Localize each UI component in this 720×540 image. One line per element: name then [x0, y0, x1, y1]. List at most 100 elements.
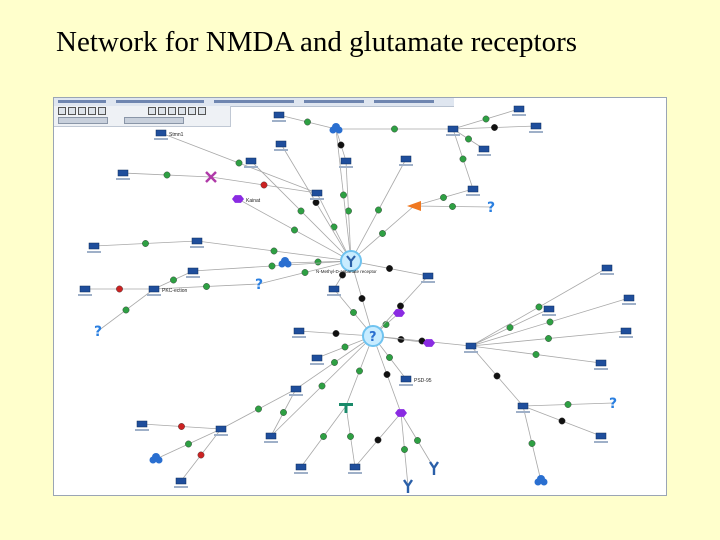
- node-protein[interactable]: [214, 425, 228, 436]
- edge-marker[interactable]: [356, 367, 363, 375]
- tab-3[interactable]: [214, 100, 294, 103]
- node-cloud[interactable]: [534, 475, 548, 486]
- hub-node[interactable]: [340, 250, 362, 272]
- zoom-out-icon[interactable]: [78, 107, 86, 115]
- node-protein[interactable]: [622, 294, 636, 305]
- node-protein[interactable]: [186, 267, 200, 278]
- node-question[interactable]: ?: [609, 396, 617, 412]
- node-protein[interactable]: [399, 375, 413, 386]
- node-protein[interactable]: [594, 359, 608, 370]
- node-hex[interactable]: [423, 339, 435, 347]
- edge-marker[interactable]: [374, 436, 382, 444]
- edge-marker[interactable]: [391, 125, 398, 133]
- edge-marker[interactable]: [350, 309, 357, 316]
- node-protein[interactable]: [619, 327, 633, 338]
- node-receptor[interactable]: [429, 461, 439, 475]
- hub-node[interactable]: ?: [362, 325, 384, 347]
- edge-marker[interactable]: [414, 437, 421, 444]
- edge-marker[interactable]: [465, 135, 472, 143]
- edge-marker[interactable]: [397, 336, 405, 343]
- node-hex[interactable]: [395, 409, 407, 417]
- node-protein[interactable]: [87, 242, 101, 253]
- edge-marker[interactable]: [558, 417, 566, 425]
- node-anchor[interactable]: [339, 403, 353, 413]
- settings-icon[interactable]: [198, 107, 206, 115]
- node-cloud[interactable]: [329, 123, 343, 134]
- edge-marker[interactable]: [340, 191, 347, 199]
- node-protein[interactable]: [348, 463, 362, 474]
- edge-marker[interactable]: [401, 446, 408, 453]
- node-protein[interactable]: [399, 155, 413, 166]
- edge-marker[interactable]: [304, 118, 311, 126]
- edge-marker[interactable]: [358, 295, 366, 302]
- node-protein[interactable]: [466, 185, 480, 196]
- node-protein[interactable]: [264, 432, 278, 443]
- edge-marker[interactable]: [331, 359, 338, 366]
- node-protein[interactable]: [512, 105, 526, 116]
- node-hex[interactable]: [393, 309, 405, 317]
- node-protein[interactable]: [310, 354, 324, 365]
- node-protein[interactable]: [294, 463, 308, 474]
- node-protein[interactable]: [190, 237, 204, 248]
- edge-marker[interactable]: [291, 226, 298, 234]
- edge-marker[interactable]: [546, 318, 554, 326]
- tab-2[interactable]: [116, 100, 204, 103]
- edge-marker[interactable]: [297, 207, 305, 215]
- node-protein[interactable]: [600, 264, 614, 275]
- node-protein[interactable]: [135, 420, 149, 431]
- save-icon[interactable]: [148, 107, 156, 115]
- node-protein[interactable]: [244, 157, 258, 168]
- node-protein[interactable]: [116, 169, 130, 180]
- edge-marker[interactable]: [170, 276, 177, 284]
- node-question[interactable]: ?: [255, 277, 263, 293]
- view-select[interactable]: [124, 117, 184, 124]
- node-x[interactable]: [205, 171, 217, 183]
- tab-1[interactable]: [58, 100, 106, 103]
- node-protein[interactable]: [516, 402, 530, 413]
- node-protein[interactable]: [594, 432, 608, 443]
- edge-marker[interactable]: [312, 199, 320, 206]
- tab-4[interactable]: [304, 100, 364, 103]
- print-icon[interactable]: [158, 107, 166, 115]
- node-question[interactable]: ?: [487, 200, 495, 216]
- node-question[interactable]: ?: [94, 324, 102, 340]
- edge-marker[interactable]: [347, 433, 354, 440]
- node-protein[interactable]: [147, 285, 161, 296]
- edge-marker[interactable]: [270, 247, 278, 255]
- node-receptor[interactable]: [403, 479, 413, 493]
- edge-marker[interactable]: [493, 372, 501, 380]
- edge-marker[interactable]: [268, 262, 276, 270]
- node-protein[interactable]: [310, 189, 324, 200]
- edge-marker[interactable]: [482, 115, 490, 123]
- edge-marker[interactable]: [122, 306, 130, 314]
- node-protein[interactable]: [446, 125, 460, 136]
- edge-marker[interactable]: [318, 382, 326, 390]
- edge-marker[interactable]: [397, 302, 404, 310]
- project-select[interactable]: [58, 117, 108, 124]
- edge-marker[interactable]: [332, 330, 340, 337]
- edge-marker[interactable]: [163, 171, 171, 179]
- edge-marker[interactable]: [528, 440, 536, 447]
- edge-marker[interactable]: [341, 343, 349, 351]
- node-protein[interactable]: [327, 285, 341, 296]
- edge-marker[interactable]: [379, 230, 386, 237]
- edge-marker[interactable]: [197, 451, 205, 459]
- node-protein[interactable]: [464, 342, 478, 353]
- node-arrow[interactable]: [407, 201, 421, 211]
- node-protein[interactable]: [421, 272, 435, 283]
- move-tool-icon[interactable]: [58, 107, 66, 115]
- edge-marker[interactable]: [178, 423, 185, 430]
- edge-marker[interactable]: [314, 258, 322, 266]
- edge-marker[interactable]: [383, 371, 391, 378]
- edge-marker[interactable]: [260, 181, 268, 189]
- edge-marker[interactable]: [142, 240, 149, 247]
- edge-marker[interactable]: [449, 203, 456, 210]
- node-protein[interactable]: [542, 305, 556, 316]
- edge-marker[interactable]: [545, 335, 552, 342]
- edge-marker[interactable]: [301, 269, 309, 276]
- node-cloud[interactable]: [149, 453, 163, 464]
- edit-icon[interactable]: [168, 107, 176, 115]
- node-protein[interactable]: [154, 129, 168, 140]
- edge-marker[interactable]: [564, 401, 572, 408]
- edge-marker[interactable]: [375, 206, 382, 214]
